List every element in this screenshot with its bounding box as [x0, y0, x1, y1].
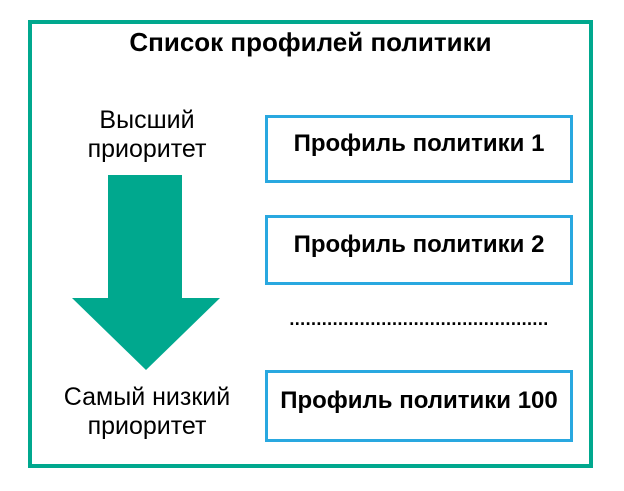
- highest-priority-label: Высший приоритет: [87, 106, 207, 163]
- ellipsis-dots: ........................................…: [289, 309, 549, 329]
- policy-profile-box-1: Профиль политики 1: [265, 115, 573, 183]
- policy-profile-2-label: Профиль политики 2: [293, 231, 545, 258]
- policy-profile-box-2: Профиль политики 2: [265, 215, 573, 285]
- policy-profile-100-label: Профиль политики 100: [280, 387, 558, 414]
- policy-profile-box-100: Профиль политики 100: [265, 370, 573, 442]
- lowest-priority-label: Самый низкий приоритет: [63, 383, 231, 440]
- diagram-frame: [28, 20, 593, 468]
- policy-profile-1-label: Профиль политики 1: [293, 130, 545, 157]
- diagram-title: Список профилей политики: [129, 27, 492, 57]
- down-arrow-icon: [72, 175, 220, 370]
